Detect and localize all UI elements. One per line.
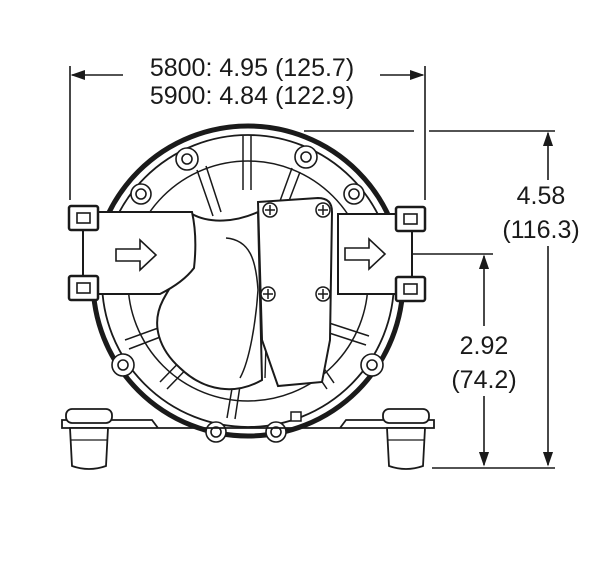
mounting-base xyxy=(61,408,435,470)
height-value-label: 4.58 xyxy=(517,182,566,210)
bolt-icon xyxy=(360,353,384,377)
mounting-foot-right xyxy=(382,408,430,470)
flow-arrow-icon xyxy=(115,238,158,272)
bolt-icon xyxy=(111,353,135,377)
height-dimension-line xyxy=(304,130,555,469)
width-label-5800: 5800: 4.95 (125.7) xyxy=(150,54,354,82)
clip-icon xyxy=(394,205,427,233)
clip-icon xyxy=(67,204,100,232)
rim-bolts xyxy=(111,145,384,443)
screw-icon xyxy=(260,286,276,302)
height-metric-label: (116.3) xyxy=(502,216,579,244)
width-dimension-line xyxy=(69,66,426,200)
bolt-icon xyxy=(343,183,365,205)
bolt-icon xyxy=(175,147,199,171)
screw-icon xyxy=(315,286,331,302)
bolt-icon xyxy=(265,421,287,443)
bolt-icon xyxy=(294,145,318,169)
bolt-icon xyxy=(205,421,227,443)
screw-icon xyxy=(262,202,278,218)
clip-icon xyxy=(67,274,100,302)
inlet-height-value-label: 2.92 xyxy=(460,332,509,360)
clip-icon xyxy=(394,275,427,303)
switch-plate xyxy=(256,196,334,388)
port-clips xyxy=(67,204,427,303)
bolt-icon xyxy=(130,183,152,205)
inlet-port xyxy=(82,211,197,295)
mounting-foot-left xyxy=(65,408,113,470)
outlet-port xyxy=(337,213,413,295)
screw-icon xyxy=(315,202,331,218)
inlet-height-dimension-line xyxy=(412,253,493,467)
width-label-5900: 5900: 4.84 (122.9) xyxy=(150,82,354,110)
flow-arrow-icon xyxy=(344,237,387,271)
inlet-height-metric-label: (74.2) xyxy=(451,366,516,394)
drain-notch xyxy=(290,411,302,422)
